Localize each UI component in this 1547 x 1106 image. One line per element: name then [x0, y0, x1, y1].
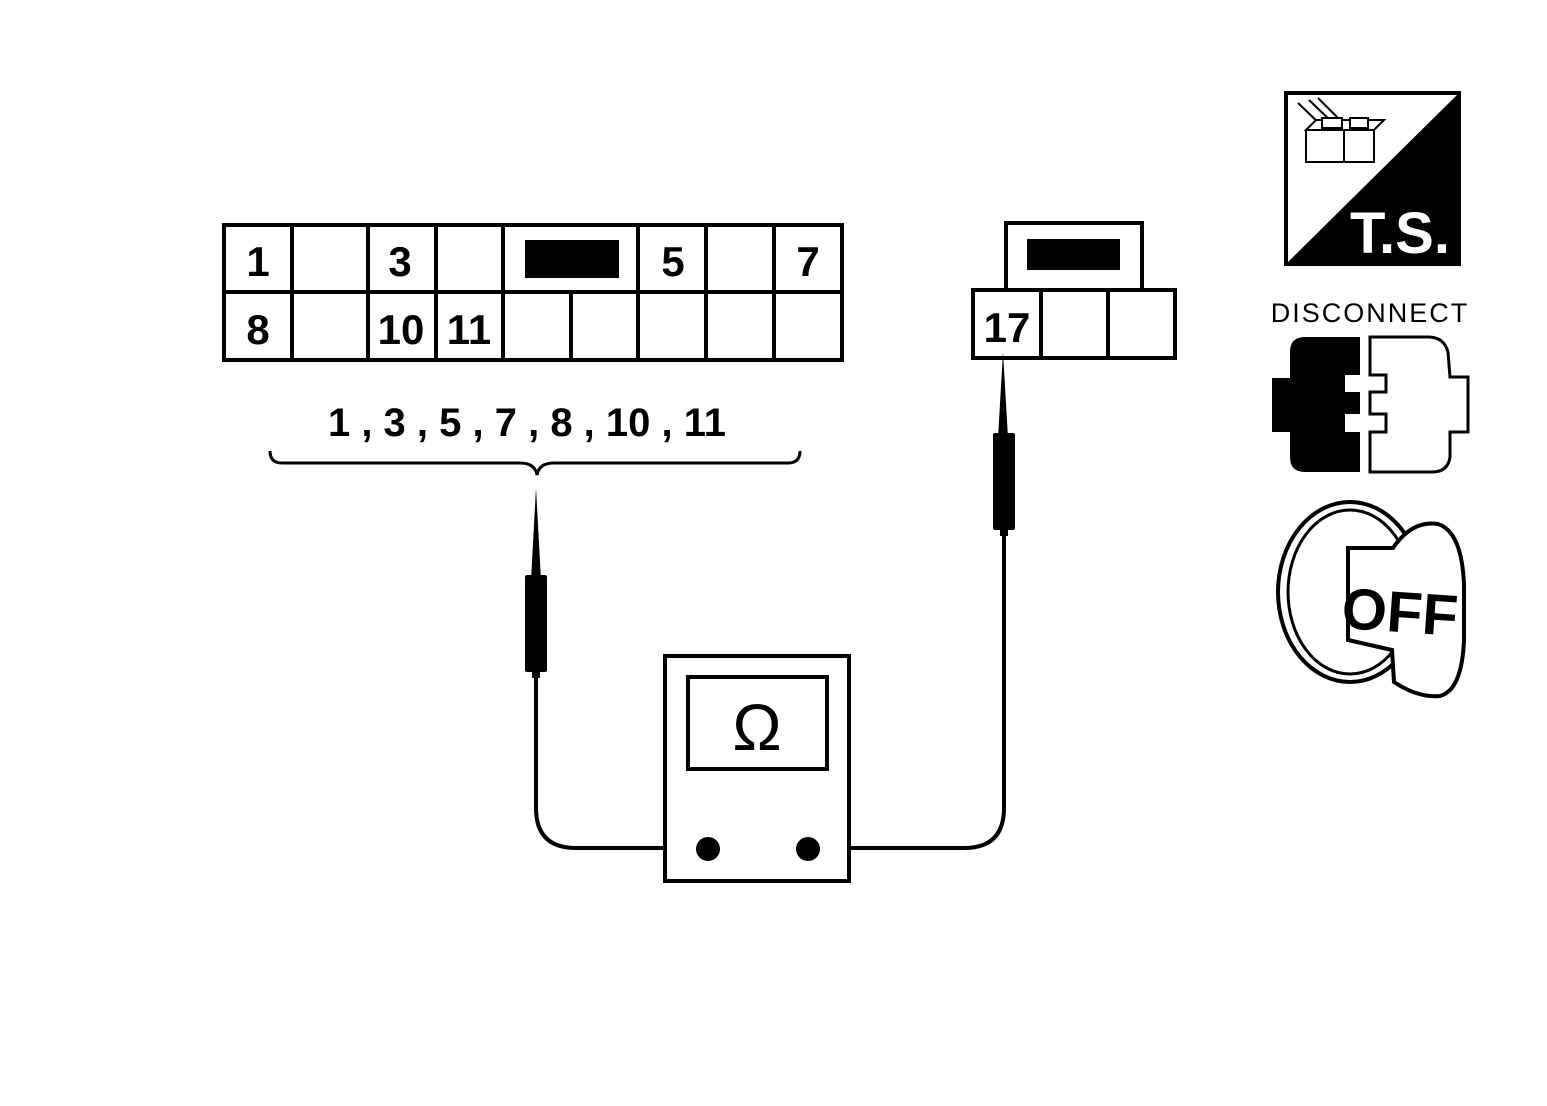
meter-terminal-left [696, 837, 720, 861]
pin-label: 3 [388, 238, 411, 285]
connector-b [971, 221, 1177, 360]
ts-label: T.S. [1350, 201, 1450, 266]
connector-a-lock-tab [525, 240, 619, 278]
connector-ts-icon: T.S. [1284, 91, 1461, 266]
disconnect-label: DISCONNECT [1271, 298, 1470, 328]
pin-label: 10 [378, 306, 425, 353]
connector-b-lock-tab [1027, 239, 1120, 270]
pin-list-label: 1 , 3 , 5 , 7 , 8 , 10 , 11 [328, 401, 726, 445]
probe-left [525, 488, 547, 678]
brace [268, 450, 802, 476]
probe-right [993, 352, 1015, 536]
pin-label: 8 [246, 306, 269, 353]
ohmmeter-display [686, 675, 829, 771]
ohmmeter: Ω [663, 654, 851, 883]
ohm-symbol: Ω [732, 690, 781, 764]
pin-label: 7 [796, 238, 819, 285]
lead-wire-left [534, 676, 708, 850]
connector-a [222, 223, 844, 362]
ignition-off-label: OFF [1340, 576, 1460, 649]
pin-label: 17 [984, 304, 1031, 351]
connector-a-pin-labels: 1 3 5 7 8 10 11 [246, 238, 819, 353]
meter-terminal-right [796, 837, 820, 861]
pin-label: 1 [246, 238, 269, 285]
pin-label: 11 [447, 306, 491, 353]
ignition-off-key-icon: OFF [1276, 500, 1466, 699]
lead-wire-right [808, 534, 1006, 850]
pin-label: 5 [661, 238, 684, 285]
disconnect-icon: DISCONNECT [1271, 298, 1470, 474]
